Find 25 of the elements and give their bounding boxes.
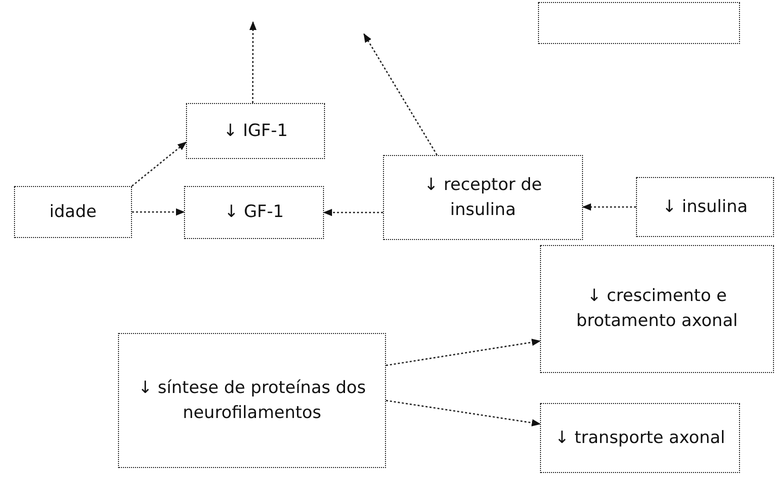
box-label: ↓ síntese de proteínas dos neurofilamentos bbox=[137, 376, 367, 424]
process-box bbox=[383, 155, 583, 240]
box-label: ↓ crescimento e brotamento axonal bbox=[575, 285, 739, 333]
process-box bbox=[540, 245, 774, 373]
box-label: ↓ receptor de insulina bbox=[422, 174, 544, 222]
arrow bbox=[323, 208, 383, 216]
arrow bbox=[132, 142, 187, 186]
process-box bbox=[118, 333, 386, 468]
process-box bbox=[14, 186, 132, 238]
box-label: ↓ transporte axonal bbox=[554, 426, 726, 450]
process-box bbox=[186, 103, 325, 159]
arrow bbox=[386, 400, 541, 426]
arrow bbox=[386, 338, 541, 366]
arrow bbox=[363, 33, 438, 156]
process-box bbox=[184, 186, 324, 239]
box-label: idade bbox=[49, 200, 97, 224]
box-label: ↓ GF-1 bbox=[224, 201, 284, 224]
arrow bbox=[582, 203, 636, 211]
arrow bbox=[132, 208, 185, 216]
process-box bbox=[538, 2, 740, 44]
process-box bbox=[540, 403, 740, 473]
box-label: ↓ IGF-1 bbox=[223, 120, 288, 143]
arrow bbox=[249, 21, 257, 103]
box-label: ↓ insulina bbox=[662, 196, 748, 219]
process-box bbox=[636, 177, 774, 237]
